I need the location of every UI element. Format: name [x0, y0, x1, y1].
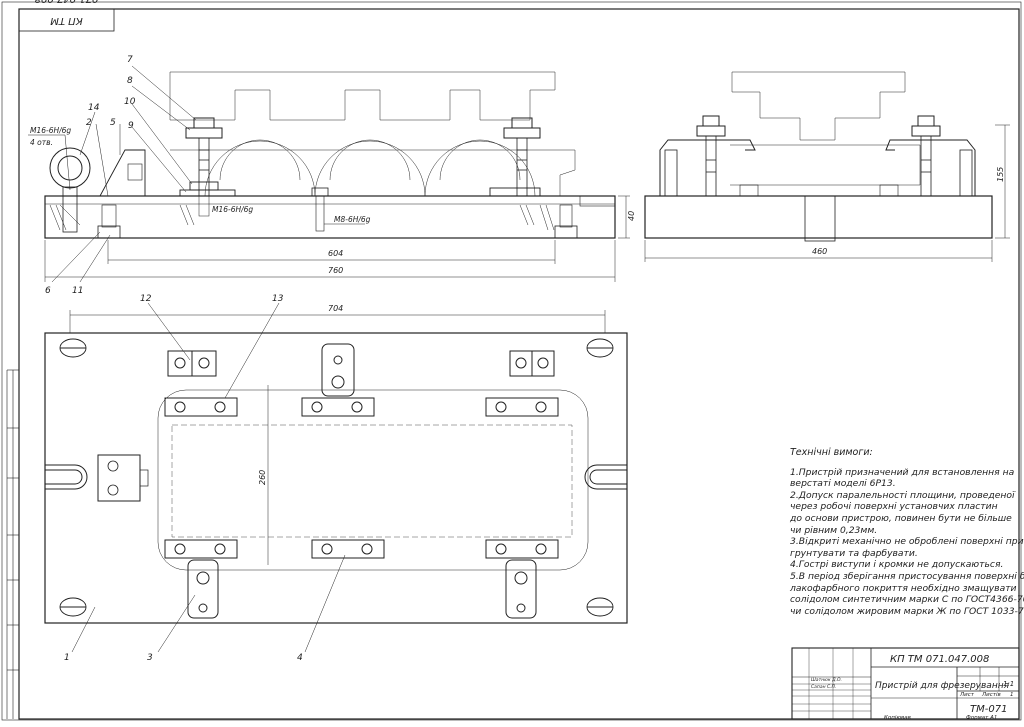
title-code: КП ТМ 071.047.008	[890, 654, 989, 665]
pos-10: 10	[124, 97, 136, 107]
stamp-box	[18, 8, 115, 32]
dim-604: 604	[328, 249, 343, 258]
plan-base-plate	[44, 332, 628, 624]
side-view: 460 155	[644, 71, 1010, 262]
requirement-line: 3.Відкриті механічно не оброблені поверх…	[790, 536, 1024, 548]
side-base-plate	[644, 195, 993, 239]
dim-155: 155	[996, 167, 1005, 182]
left-binding-strip	[6, 369, 19, 719]
title-checker: Сапан С.П.	[811, 684, 836, 690]
dim-40: 40	[627, 211, 636, 221]
pos-6: 6	[45, 286, 51, 296]
clamp-stud-right	[489, 117, 541, 197]
plan-eye-bolts	[59, 338, 614, 617]
requirement-line: солідолом синтетичним марки С по ГОСТ436…	[790, 594, 1024, 606]
title-name: Пристрій для фрезерування	[875, 681, 1010, 691]
screw-bottom-right	[554, 225, 578, 239]
requirement-line: 1.Пристрій призначений для встановлення …	[790, 466, 1015, 478]
front-view: 604 760 40 М16-6Н/6g 4 отв. М16-6Н/6g М8…	[28, 71, 636, 282]
front-base-plate	[44, 195, 616, 239]
pos-7: 7	[127, 55, 133, 65]
front-leaders	[51, 65, 197, 283]
pos-3: 3	[147, 653, 153, 663]
requirement-line: чи рівним 0,23мм.	[790, 524, 878, 536]
requirement-line: 4.Гострі виступи і кромки не допускаютьс…	[790, 559, 1004, 571]
drawing-frame	[18, 8, 1020, 720]
requirement-line: верстаті моделі 6Р13.	[790, 478, 896, 490]
plan-bottom-straps	[187, 559, 537, 619]
title-format: Формат А1	[966, 715, 997, 721]
pos-5: 5	[110, 118, 116, 128]
front-dimension-lines	[44, 195, 630, 282]
dim-704: 704	[328, 304, 343, 313]
plan-u-slot-right	[584, 464, 627, 490]
thread-stud: М16-6Н/6g	[212, 205, 253, 214]
plan-side-stop	[97, 454, 141, 502]
thread-eye-bolt: М16-6Н/6g	[30, 126, 71, 135]
front-workpiece	[169, 71, 576, 197]
requirement-line: через робочі поверхні установчих пластин	[790, 501, 998, 513]
pos-13: 13	[272, 294, 284, 304]
pos-1: 1	[64, 653, 70, 663]
title-scale: 1:1	[1003, 680, 1014, 688]
pos-4: 4	[297, 653, 303, 663]
dim-460: 460	[812, 247, 827, 256]
plan-view: 704 260	[44, 302, 628, 653]
title-org: ТМ-071	[970, 704, 1007, 715]
screw-bottom-left	[97, 225, 121, 239]
pos-12: 12	[140, 294, 152, 304]
requirement-line: до основи пристрою, повинен бути не біль…	[790, 512, 1012, 524]
dim-760: 760	[328, 266, 343, 275]
dim-260: 260	[258, 470, 267, 485]
title-block	[791, 647, 1020, 720]
side-dimension-lines	[644, 124, 1010, 262]
requirement-line: 2.Допуск паралельності площини, проведен…	[790, 489, 1015, 501]
front-hatching	[49, 204, 555, 231]
requirement-line: 5.В період зберігання пристосування пове…	[790, 570, 1024, 582]
requirement-line: грунтувати та фарбувати.	[790, 547, 918, 559]
plan-leaders	[71, 302, 346, 653]
plan-top-strap	[321, 343, 355, 397]
side-stop-front	[99, 149, 146, 197]
plan-setting-plates	[164, 397, 559, 559]
requirement-line: лакофарбного покриття необхідно змащуват…	[790, 582, 1017, 594]
plan-workpiece	[157, 389, 589, 571]
requirement-line: чи солідолом жировим марки Ж по ГОСТ 103…	[790, 605, 1024, 617]
plan-u-slot-left	[45, 464, 88, 490]
technical-requirements: Технічні вимоги: 1.Пристрій призначений …	[790, 447, 1024, 617]
clamp-stud-left	[179, 117, 236, 217]
title-sheets-label: Листів	[981, 692, 1001, 698]
side-clamp-right	[885, 115, 976, 197]
side-workpiece	[730, 71, 921, 186]
thread-eye-bolt-qty: 4 отв.	[30, 138, 53, 147]
pos-9: 9	[128, 121, 134, 131]
pos-2: 2	[86, 118, 92, 128]
pos-14: 14	[88, 103, 100, 113]
requirements-heading: Технічні вимоги:	[790, 447, 873, 458]
title-developer: Шатнюк Д.О.	[811, 677, 842, 683]
title-sheet-label: Лист	[959, 692, 975, 698]
plan-dimension-lines	[69, 310, 606, 565]
pos-11: 11	[72, 286, 83, 296]
thread-screw: М8-6Н/6g	[334, 215, 371, 224]
pos-8: 8	[127, 76, 133, 86]
title-sheets-count: 1	[1010, 692, 1014, 698]
rotated-stamp-code: КП ТМ 071.047.008	[35, 0, 99, 26]
plan-top-stops	[167, 350, 555, 377]
side-clamp-left	[659, 115, 756, 197]
title-copied: Копіював	[884, 715, 911, 721]
